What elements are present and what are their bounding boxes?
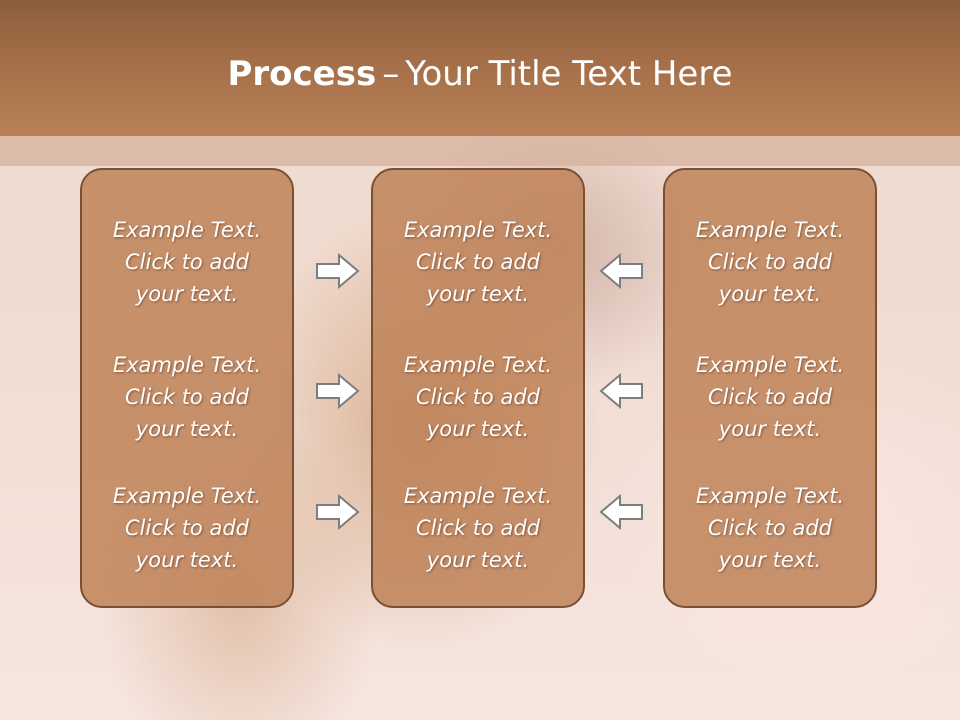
process-box-left[interactable]: Example Text. Click to add your text. Ex…	[80, 168, 294, 608]
arrow-right-icon	[316, 252, 360, 290]
text-placeholder[interactable]: Example Text. Click to add your text.	[403, 218, 553, 306]
arrow-left-icon	[599, 493, 643, 531]
slide-title[interactable]: Process–Your Title Text Here	[0, 52, 960, 96]
text-placeholder[interactable]: Example Text. Click to add your text.	[403, 353, 553, 441]
title-bold: Process	[227, 54, 377, 94]
arrow-right-icon	[316, 372, 360, 410]
process-box-right[interactable]: Example Text. Click to add your text. Ex…	[663, 168, 877, 608]
arrow-left-icon	[599, 372, 643, 410]
text-placeholder[interactable]: Example Text. Click to add your text.	[695, 353, 845, 441]
text-placeholder[interactable]: Example Text. Click to add your text.	[112, 218, 262, 306]
text-placeholder[interactable]: Example Text. Click to add your text.	[403, 484, 553, 572]
title-bar	[0, 0, 960, 136]
text-placeholder[interactable]: Example Text. Click to add your text.	[112, 484, 262, 572]
text-placeholder[interactable]: Example Text. Click to add your text.	[112, 353, 262, 441]
title-bar-band	[0, 136, 960, 166]
arrow-left-icon	[599, 252, 643, 290]
text-placeholder[interactable]: Example Text. Click to add your text.	[695, 484, 845, 572]
arrow-right-icon	[316, 493, 360, 531]
title-text: Your Title Text Here	[405, 54, 733, 94]
process-box-center[interactable]: Example Text. Click to add your text. Ex…	[371, 168, 585, 608]
text-placeholder[interactable]: Example Text. Click to add your text.	[695, 218, 845, 306]
title-separator: –	[382, 54, 400, 94]
